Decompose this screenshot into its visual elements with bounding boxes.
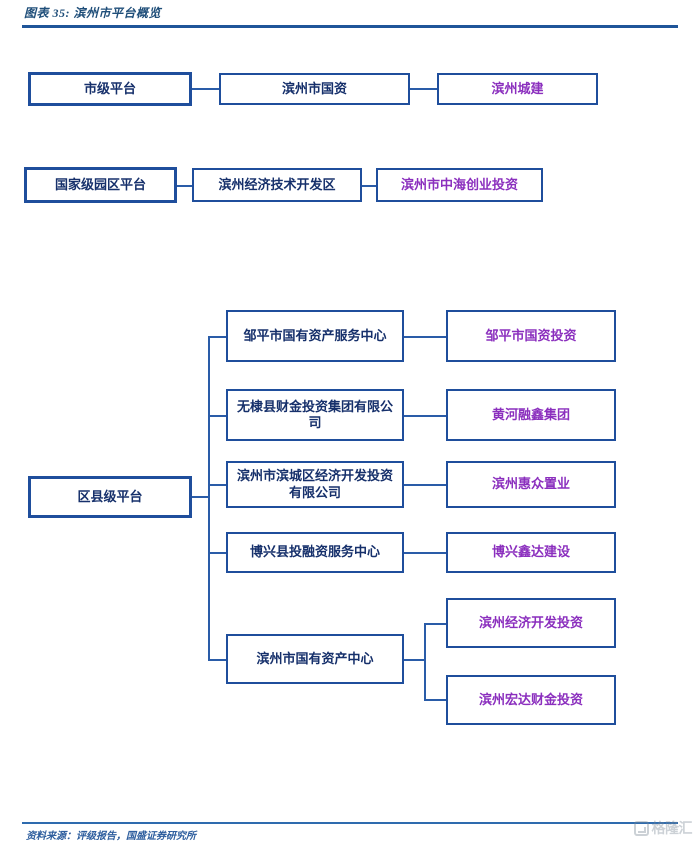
- node-binzhou-state-asset-center[interactable]: 滨州市国有资产中心: [226, 634, 404, 684]
- node-binzhou-huizhong-realty[interactable]: 滨州惠众置业: [446, 461, 616, 508]
- connector-sasac-to-hongda: [424, 699, 446, 701]
- connector-kaifaqu-to-zhonghai: [362, 185, 376, 187]
- node-city-tier[interactable]: 市级平台: [28, 72, 192, 106]
- connector-bus-to-bincheng: [208, 484, 226, 486]
- node-boxing-financing-center[interactable]: 博兴县投融资服务中心: [226, 532, 404, 573]
- node-label: 博兴鑫达建设: [491, 544, 570, 560]
- connector-bus-to-wudi: [208, 415, 226, 417]
- connector-bus-to-binzhou-sasac-center: [208, 659, 226, 661]
- node-label: 无棣县财金投资集团有限公司: [236, 398, 393, 430]
- connector-sasac-center-stem: [404, 659, 424, 661]
- connector-city-to-guozi: [192, 88, 219, 90]
- node-label: 滨州市滨城区经济开发投资有限公司: [236, 468, 393, 500]
- connector-sasac-center-bus: [424, 623, 426, 699]
- gelonghui-logo-icon: [633, 820, 649, 836]
- node-huanghe-rongxin-group[interactable]: 黄河融鑫集团: [446, 389, 616, 441]
- node-label: 滨州市国资: [281, 80, 347, 96]
- connector-guozi-to-chengjian: [410, 88, 437, 90]
- page-title: 图表 35: 滨州市平台概览: [24, 6, 161, 20]
- footer-divider: [22, 822, 678, 824]
- node-district-county-tier[interactable]: 区县级平台: [28, 476, 192, 518]
- watermark-text: 格隆汇: [651, 820, 693, 836]
- node-label: 滨州市中海创业投资: [400, 176, 518, 192]
- node-boxing-xinda-construction[interactable]: 博兴鑫达建设: [446, 532, 616, 573]
- connector-zouping-to-leaf: [404, 336, 446, 338]
- node-binzhou-etdz[interactable]: 滨州经济技术开发区: [192, 168, 362, 202]
- node-label: 滨州城建: [491, 80, 544, 96]
- connector-bus-to-boxing: [208, 552, 226, 554]
- node-label: 国家级园区平台: [54, 176, 146, 192]
- source-note: 资料来源：评级报告，国盛证券研究所: [26, 831, 196, 842]
- node-binzhou-chengjian[interactable]: 滨州城建: [437, 73, 598, 105]
- header-divider: [22, 25, 678, 28]
- node-label: 滨州经济技术开发区: [218, 176, 336, 192]
- node-binzhou-hongda-caijin-investment[interactable]: 滨州宏达财金投资: [446, 675, 616, 725]
- node-binzhou-econ-dev-investment[interactable]: 滨州经济开发投资: [446, 598, 616, 648]
- node-bincheng-econ-dev-investment[interactable]: 滨州市滨城区经济开发投资有限公司: [226, 461, 404, 508]
- node-label: 区县级平台: [77, 488, 143, 504]
- connector-boxing-to-leaf: [404, 552, 446, 554]
- node-national-park-tier[interactable]: 国家级园区平台: [24, 167, 177, 203]
- connector-bincheng-to-leaf: [404, 484, 446, 486]
- connector-county-stem: [192, 496, 208, 498]
- node-wudi-caijin-group[interactable]: 无棣县财金投资集团有限公司: [226, 389, 404, 441]
- node-zouping-sasac-center[interactable]: 邹平市国有资产服务中心: [226, 310, 404, 362]
- node-label: 滨州市国有资产中心: [256, 650, 374, 666]
- node-label: 邹平市国资投资: [485, 327, 577, 343]
- node-zhonghai-venture[interactable]: 滨州市中海创业投资: [376, 168, 543, 202]
- node-label: 博兴县投融资服务中心: [249, 544, 380, 560]
- connector-sasac-to-econdev: [424, 623, 446, 625]
- node-label: 滨州经济开发投资: [478, 614, 583, 630]
- connector-bus-to-zouping: [208, 336, 226, 338]
- node-zouping-guozi-investment[interactable]: 邹平市国资投资: [446, 310, 616, 362]
- connector-park-to-kaifaqu: [177, 185, 192, 187]
- node-label: 市级平台: [83, 80, 136, 96]
- connector-county-bus: [208, 336, 210, 661]
- node-binzhou-sasac[interactable]: 滨州市国资: [219, 73, 410, 105]
- watermark: 格隆汇: [633, 818, 693, 838]
- node-label: 邹平市国有资产服务中心: [243, 327, 387, 343]
- node-label: 黄河融鑫集团: [491, 406, 570, 422]
- node-label: 滨州惠众置业: [491, 476, 570, 492]
- node-label: 滨州宏达财金投资: [478, 691, 583, 707]
- connector-wudi-to-leaf: [404, 415, 446, 417]
